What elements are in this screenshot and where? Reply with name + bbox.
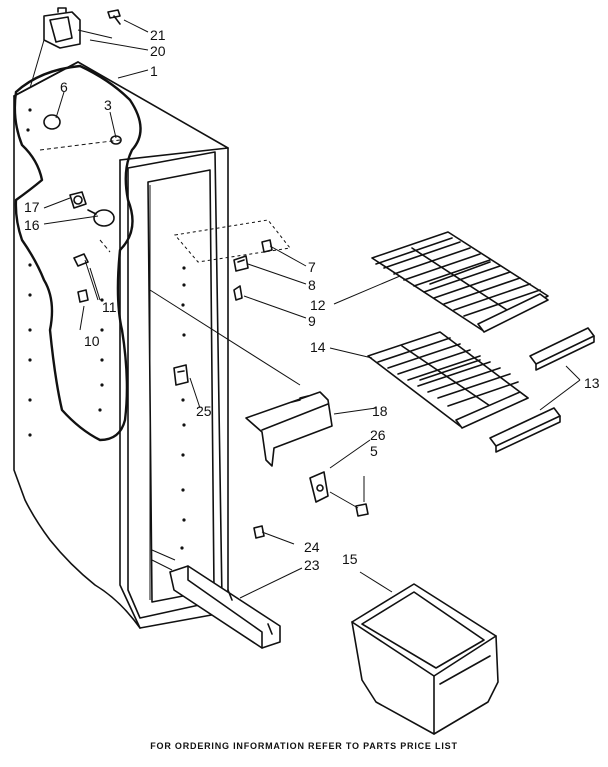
storage-bin-part-15 <box>351 583 499 735</box>
callout-24: 24 <box>304 539 320 555</box>
callout-17: 17 <box>24 199 40 215</box>
light-socket-part-17 <box>69 191 87 209</box>
callout-7: 7 <box>308 259 316 275</box>
callout-20: 20 <box>150 43 166 59</box>
callout-11: 11 <box>102 299 117 315</box>
callout-10: 10 <box>84 333 100 349</box>
pan-support-part-23 <box>169 565 281 649</box>
callout-23: 23 <box>304 557 320 573</box>
callout-14: 14 <box>310 339 326 355</box>
callout-labels: 21 20 1 6 3 17 16 11 10 7 8 9 12 14 13 2… <box>24 27 600 573</box>
mounting-clip-part-25 <box>173 364 189 386</box>
screw-part-5 <box>329 491 369 517</box>
callout-1: 1 <box>150 63 158 79</box>
side-wall-holes <box>26 108 186 550</box>
light-bulb-part-16 <box>87 209 115 227</box>
callout-9: 9 <box>308 313 316 329</box>
bracket-part-8 <box>233 255 249 272</box>
callout-21: 21 <box>150 27 166 43</box>
ordering-information-note: FOR ORDERING INFORMATION REFER TO PARTS … <box>150 741 458 751</box>
callout-16: 16 <box>24 217 40 233</box>
leader-lines <box>43 19 581 599</box>
bracket-part-7 <box>261 239 273 253</box>
callout-15: 15 <box>342 551 358 567</box>
bracket-part-11 <box>73 253 99 301</box>
screw-part-10 <box>77 289 89 303</box>
callout-25: 25 <box>196 403 212 419</box>
shelf-rail-part-13-upper <box>529 327 595 371</box>
light-housing-part-20 <box>29 7 113 89</box>
callout-13: 13 <box>584 375 600 391</box>
wire-shelf-part-12 <box>371 231 549 333</box>
clip-part-9 <box>233 285 243 301</box>
callout-8: 8 <box>308 277 316 293</box>
clip-part-26 <box>309 471 329 503</box>
shelf-bracket-part-18 <box>245 391 333 467</box>
plug-part-6 <box>43 114 61 130</box>
callout-18: 18 <box>372 403 388 419</box>
callout-5: 5 <box>370 443 378 459</box>
screw-part-21 <box>107 9 121 25</box>
callout-6: 6 <box>60 79 68 95</box>
freezer-liner-part-1 <box>13 61 301 629</box>
shelf-rail-part-13-lower <box>489 407 561 453</box>
wire-shelf-part-14 <box>367 331 529 429</box>
screw-part-24 <box>253 525 295 545</box>
callout-26: 26 <box>370 427 386 443</box>
callout-3: 3 <box>104 97 112 113</box>
callout-12: 12 <box>310 297 326 313</box>
